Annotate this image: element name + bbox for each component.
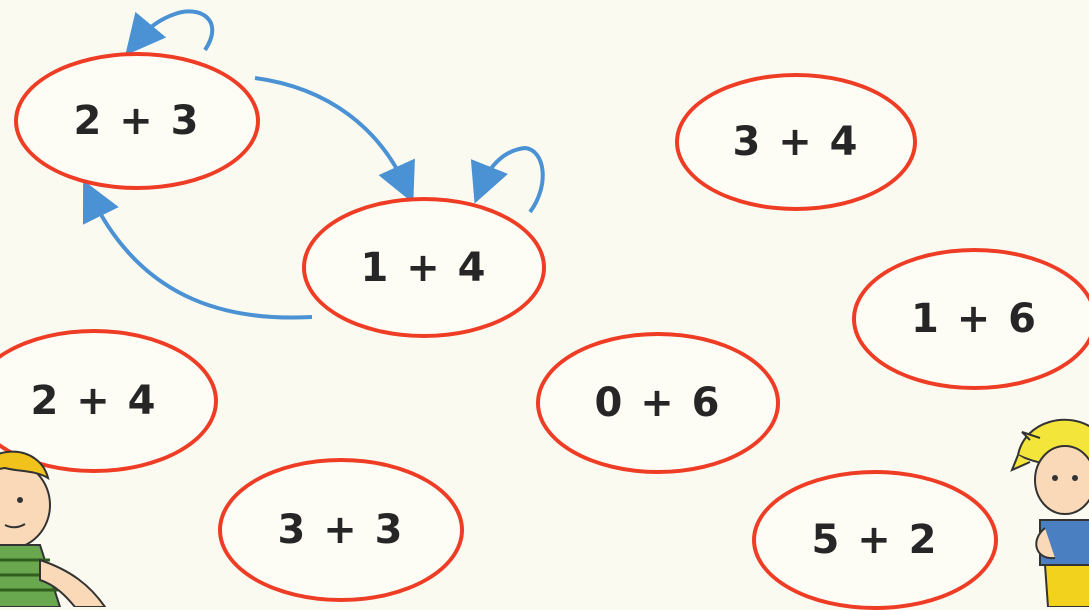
boy-illustration-right bbox=[0, 0, 1089, 607]
